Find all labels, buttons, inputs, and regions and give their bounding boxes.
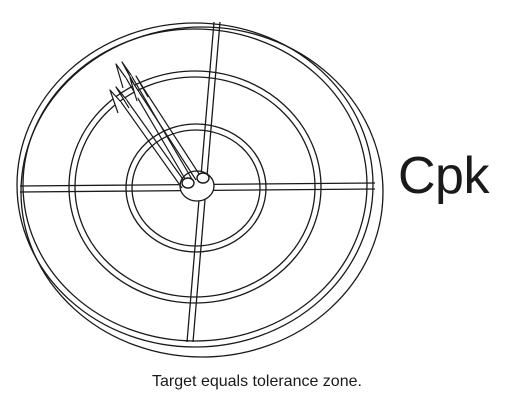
- cpk-label: Cpk: [398, 146, 489, 206]
- figure-caption: Target equals tolerance zone.: [0, 372, 514, 392]
- arrows-icon: [110, 62, 209, 188]
